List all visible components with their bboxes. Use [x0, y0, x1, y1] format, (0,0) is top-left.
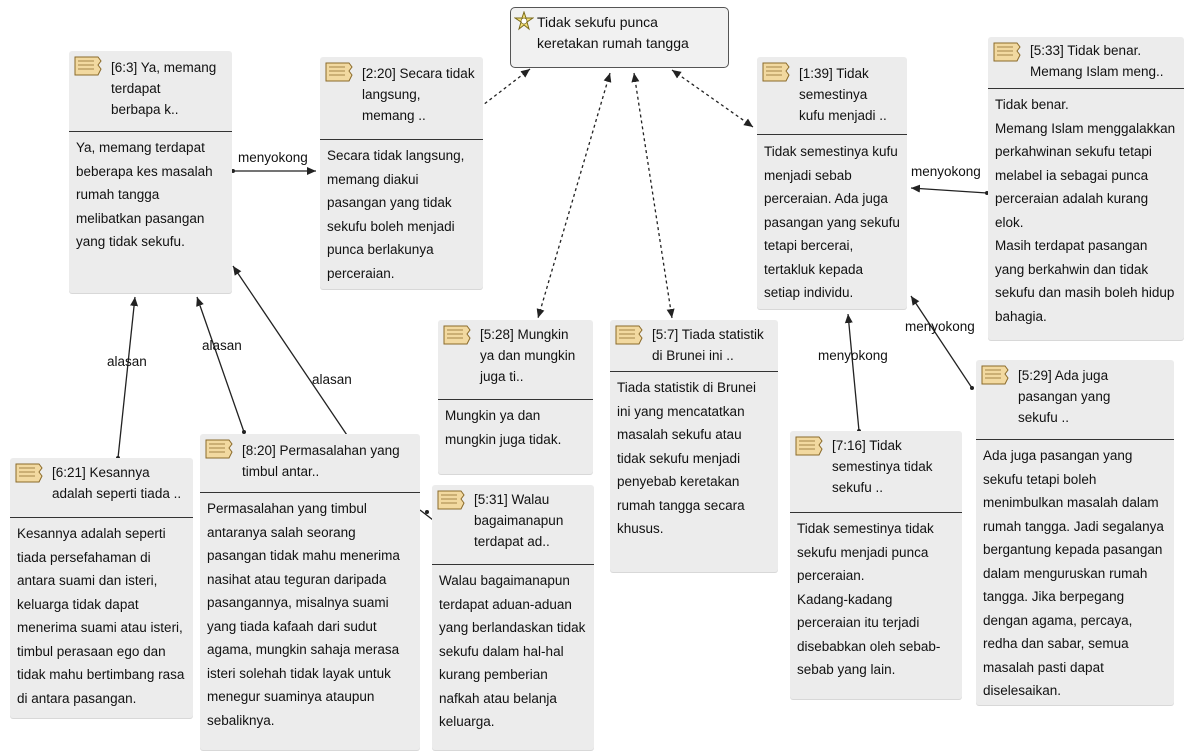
- edge-root-n139: [671, 69, 754, 128]
- quote-title: [5:7] Tiada statistik di Brunei ini ..: [652, 327, 764, 363]
- quotation-icon: [205, 439, 233, 459]
- idea-icon: [514, 11, 534, 31]
- quote-title: [5:29] Ada juga pasangan yang sekufu ..: [1018, 368, 1111, 425]
- quote-body: Secara tidak langsung, memang diakui pas…: [327, 148, 465, 281]
- quote-node-6-3[interactable]: [6:3] Ya, memang terdapat berbapa k.. Ya…: [69, 51, 232, 293]
- quote-node-7-16[interactable]: [7:16] Tidak semestinya tidak sekufu .. …: [790, 431, 962, 699]
- quote-body: Permasalahan yang timbul antaranya salah…: [207, 501, 400, 728]
- quotation-icon: [15, 463, 43, 483]
- quotation-icon: [325, 62, 353, 82]
- quote-body: Ya, memang terdapat beberapa kes masalah…: [76, 140, 213, 249]
- root-topic-text: Tidak sekufu punca keretakan rumah tangg…: [537, 14, 689, 51]
- edge-n716-n139: [844, 313, 860, 432]
- quote-title: [6:3] Ya, memang terdapat berbapa k..: [111, 60, 217, 117]
- quotation-icon: [795, 436, 823, 456]
- root-topic-node[interactable]: Tidak sekufu punca keretakan rumah tangg…: [510, 7, 729, 68]
- quote-body: Mungkin ya dan mungkin juga tidak.: [445, 408, 562, 447]
- quote-title: [1:39] Tidak semestinya kufu menjadi ..: [799, 66, 887, 123]
- quote-title: [6:21] Kesannya adalah seperti tiada ..: [52, 465, 182, 501]
- quote-node-6-21[interactable]: [6:21] Kesannya adalah seperti tiada .. …: [10, 458, 193, 718]
- quote-body: Kesannya adalah seperti tiada persefaham…: [17, 526, 185, 706]
- quotation-icon: [437, 490, 465, 510]
- quote-node-8-20[interactable]: [8:20] Permasalahan yang timbul antar.. …: [200, 434, 420, 750]
- quote-title: [2:20] Secara tidak langsung, memang ..: [362, 66, 475, 123]
- quotation-icon: [981, 365, 1009, 385]
- quote-title: [8:20] Permasalahan yang timbul antar..: [242, 443, 400, 479]
- edge-label-menyokong: menyokong: [818, 348, 888, 363]
- quote-body: Ada juga pasangan yang sekufu tetapi bol…: [983, 448, 1164, 698]
- quote-node-2-20[interactable]: [2:20] Secara tidak langsung, memang .. …: [320, 57, 483, 289]
- edge-label-alasan: alasan: [107, 354, 147, 369]
- edge-n820a-n63: [196, 296, 245, 433]
- quote-node-5-33[interactable]: [5:33] Tidak benar. Memang Islam meng.. …: [988, 37, 1184, 340]
- quotation-icon: [993, 42, 1021, 62]
- quotation-icon: [762, 62, 790, 82]
- quotation-icon: [615, 325, 643, 345]
- quote-body: Walau bagaimanapun terdapat aduan-aduan …: [439, 573, 586, 729]
- quote-title: [5:31] Walau bagaimanapun terdapat ad..: [474, 492, 564, 549]
- edge-label-alasan: alasan: [202, 338, 242, 353]
- edge-label-menyokong: menyokong: [238, 150, 308, 165]
- quote-title: [5:33] Tidak benar. Memang Islam meng..: [1030, 43, 1164, 79]
- quote-node-5-7[interactable]: [5:7] Tiada statistik di Brunei ini .. T…: [610, 320, 778, 572]
- edge-label-alasan: alasan: [312, 372, 352, 387]
- edge-root-n528: [536, 72, 612, 319]
- edge-label-menyokong: menyokong: [911, 164, 981, 179]
- quote-node-5-31[interactable]: [5:31] Walau bagaimanapun terdapat ad.. …: [432, 485, 594, 750]
- edge-n529-n139: [910, 295, 973, 389]
- edge-n533-n139: [910, 184, 988, 194]
- quote-title: [7:16] Tidak semestinya tidak sekufu ..: [832, 438, 933, 495]
- quote-body: Tidak benar. Memang Islam menggalakkan p…: [995, 97, 1176, 324]
- quotation-icon: [443, 325, 471, 345]
- quote-node-5-29[interactable]: [5:29] Ada juga pasangan yang sekufu .. …: [976, 360, 1174, 705]
- quote-body: Tidak semestinya tidak sekufu menjadi pu…: [797, 521, 941, 677]
- quote-node-1-39[interactable]: [1:39] Tidak semestinya kufu menjadi .. …: [757, 57, 907, 309]
- quote-body: Tidak semestinya kufu menjadi sebab perc…: [764, 144, 900, 300]
- quote-node-5-28[interactable]: [5:28] Mungkin ya dan mungkin juga ti.. …: [438, 320, 593, 474]
- quotation-icon: [74, 56, 102, 76]
- edge-n820-n531: [419, 509, 434, 521]
- edge-label-menyokong: menyokong: [905, 319, 975, 334]
- quote-title: [5:28] Mungkin ya dan mungkin juga ti..: [480, 327, 576, 384]
- edge-root-n57: [631, 72, 675, 319]
- quote-body: Tiada statistik di Brunei ini yang menca…: [617, 380, 757, 536]
- edge-n621-n63: [117, 296, 139, 459]
